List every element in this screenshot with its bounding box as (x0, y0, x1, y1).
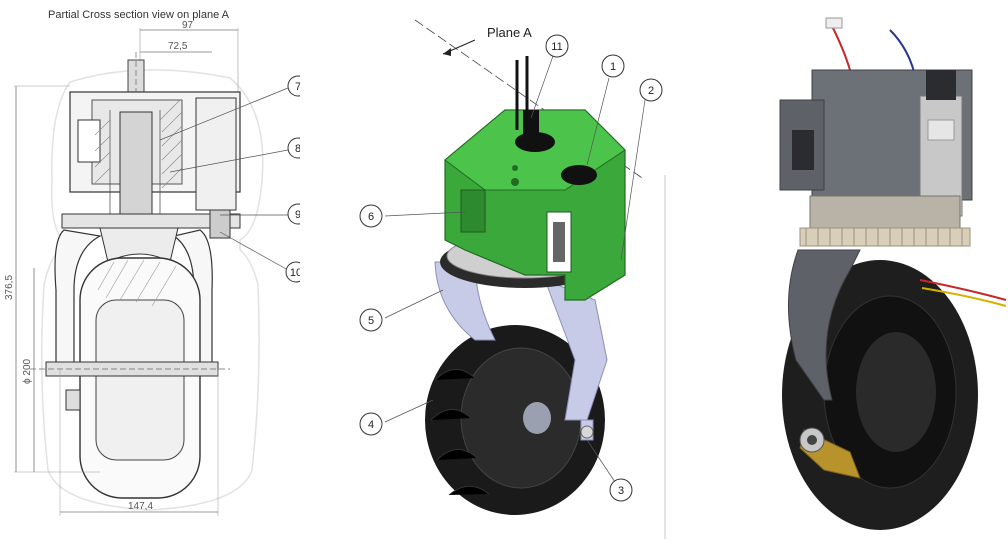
cross-section-drawing: Partial Cross section view on plane A 97… (0, 0, 309, 539)
yellow-lead (921, 287, 1007, 307)
callout-8: 8 (295, 143, 300, 155)
leader-line (586, 439, 616, 483)
wheel-rim (460, 347, 582, 489)
cad-render: Plane A 11 (325, 0, 700, 539)
tire-hatching (97, 259, 177, 307)
motor-top (926, 70, 956, 100)
callout-7: 7 (295, 81, 300, 93)
bolt-hole (511, 178, 519, 186)
motor (553, 222, 565, 262)
callout-circle (601, 54, 625, 78)
dim-97: 97 (182, 20, 194, 31)
axle-center (807, 435, 817, 445)
gear-ring (799, 227, 971, 247)
cad-render-svg: Plane A 11 (359, 19, 666, 539)
dim-72-5: 72,5 (168, 41, 188, 52)
leader-line (620, 99, 646, 261)
wheel-hub (95, 299, 185, 461)
plane-a-arrowhead (443, 48, 451, 56)
dim-376-5: 376,5 (4, 275, 15, 300)
plane-a-label: Plane A (487, 25, 532, 40)
side-bracket (779, 99, 825, 191)
red-lead (919, 279, 1007, 301)
motor-body (195, 97, 237, 211)
leader-line (159, 87, 289, 141)
leader-line (530, 55, 554, 119)
callout-3: 3 (618, 485, 624, 497)
leader-line (384, 399, 434, 423)
dim-dia-200: ϕ 200 (22, 358, 33, 384)
leader-line (384, 289, 444, 319)
callout-10: 10 (290, 267, 300, 279)
gear-teeth (805, 228, 963, 246)
tire-tread (430, 369, 490, 496)
green-body-slot (460, 189, 486, 233)
leader-line (219, 231, 289, 271)
callout-11: 11 (551, 41, 562, 53)
motor-label (927, 119, 955, 141)
callout-4: 4 (368, 419, 374, 431)
inner-shaft (119, 111, 153, 223)
leader-line (169, 149, 289, 173)
side-slot (77, 119, 101, 163)
bearing-ring (809, 195, 961, 231)
hub-cap (523, 402, 551, 434)
callout-circle (609, 478, 633, 502)
dim-147-4: 147,4 (128, 501, 153, 512)
callout-9: 9 (295, 209, 300, 221)
callout-1: 1 (610, 61, 616, 73)
callout-circle (639, 78, 663, 102)
red-wire (831, 25, 851, 71)
callout-circle (359, 204, 383, 228)
drawing-title: Partial Cross section view on plane A (48, 9, 230, 21)
pinion (209, 209, 231, 239)
callout-5: 5 (368, 315, 374, 327)
callout-circle (359, 412, 383, 436)
bracket-slot (792, 130, 814, 170)
prototype-photo-svg (779, 17, 1007, 530)
callout-6: 6 (368, 211, 374, 223)
callout-circle (359, 308, 383, 332)
callout-circle (545, 34, 569, 58)
fork-arm (787, 249, 861, 401)
prototype-photo (740, 0, 1008, 539)
axle-bolt (580, 425, 594, 439)
leader-line (586, 77, 610, 166)
bolt-hole (512, 165, 518, 171)
connector (825, 17, 843, 29)
hatching (94, 99, 183, 189)
top-shaft (523, 110, 539, 138)
callout-2: 2 (648, 85, 654, 97)
hub-center (856, 332, 936, 452)
motor-cap (561, 165, 597, 185)
cross-section-svg: Partial Cross section view on plane A 97… (4, 9, 309, 516)
leader-line (384, 211, 466, 217)
axle-nut (65, 389, 81, 411)
fork-crown (99, 227, 179, 263)
